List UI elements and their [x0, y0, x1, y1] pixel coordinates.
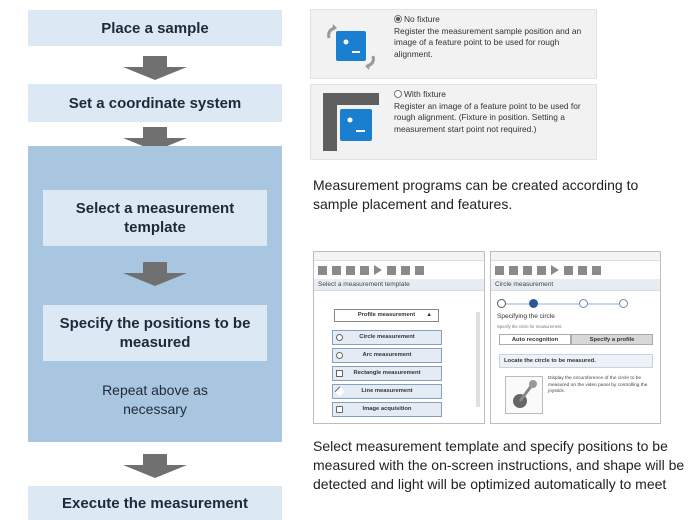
scrollbar[interactable] [476, 312, 480, 407]
step-select-template-label: Select a measurement template [75, 200, 235, 236]
tab-specify-profile[interactable]: Specify a profile [571, 334, 653, 345]
chart-icon[interactable] [387, 265, 396, 275]
step-execute-measurement: Execute the measurement [28, 486, 282, 520]
circle-measurement-screen: Circle measurement Specifying the circle… [490, 251, 661, 424]
circle-icon [336, 334, 343, 341]
save-icon[interactable] [523, 265, 532, 275]
with-fixture-description: Register an image of a feature point to … [394, 100, 581, 134]
template-category-select[interactable]: Profile measurement ▲ [334, 309, 439, 322]
menu-item-image[interactable]: Image acquisition [332, 402, 442, 417]
arc-icon [336, 352, 343, 359]
toolbar [491, 261, 660, 279]
step-back-icon[interactable] [497, 299, 506, 308]
no-fixture-panel: No fixture Register the measurement samp… [310, 9, 597, 79]
with-fixture-text: With fixture Register an image of a feat… [394, 89, 594, 135]
toolbar [314, 261, 484, 279]
step-specify-positions-label: Specify the positions to be measured [59, 315, 251, 351]
with-fixture-sample-icon [319, 91, 383, 151]
line-icon [334, 386, 345, 397]
programs-caption: Measurement programs can be created acco… [313, 177, 639, 212]
camera-icon [336, 406, 343, 413]
down-arrow-icon [123, 56, 187, 80]
step-specify-positions: Specify the positions to be measured [43, 305, 267, 361]
radio-checked-icon[interactable] [394, 15, 402, 23]
no-fixture-text: No fixture Register the measurement samp… [394, 14, 594, 60]
tab-auto-recognition[interactable]: Auto recognition [499, 334, 571, 345]
joystick-illustration [505, 376, 543, 414]
with-fixture-label: With fixture [404, 89, 446, 99]
step-dot-next [579, 299, 588, 308]
chevron-up-icon: ▲ [426, 312, 432, 318]
edit-icon[interactable] [537, 265, 546, 275]
screen-header: Select a measurement template [314, 279, 484, 291]
menu-item-line[interactable]: Line measurement [332, 384, 442, 399]
repeat-note: Repeat above as necessary [28, 381, 282, 419]
menu-item-label: Arc measurement [362, 352, 412, 358]
section-title: Specifying the circle [497, 313, 555, 320]
open-icon[interactable] [509, 265, 518, 275]
play-icon[interactable] [374, 265, 382, 275]
section-note: Specify the circle for measurement. [497, 324, 563, 329]
no-fixture-description: Register the measurement sample position… [394, 25, 582, 59]
chart-icon[interactable] [564, 265, 573, 275]
report-icon[interactable] [578, 265, 587, 275]
menu-item-circle[interactable]: Circle measurement [332, 330, 442, 345]
menu-item-rectangle[interactable]: Rectangle measurement [332, 366, 442, 381]
menu-item-label: Circle measurement [359, 334, 415, 340]
display-icon[interactable] [592, 265, 601, 275]
down-arrow-icon [123, 454, 187, 478]
rectangle-icon [336, 370, 343, 377]
step-dot-current [529, 299, 538, 308]
menu-item-label: Rectangle measurement [353, 370, 421, 376]
display-icon[interactable] [415, 265, 424, 275]
no-fixture-option[interactable]: No fixture [394, 14, 594, 26]
with-fixture-panel: With fixture Register an image of a feat… [310, 84, 597, 160]
save-icon[interactable] [346, 265, 355, 275]
template-category-label: Profile measurement [357, 312, 416, 318]
down-arrow-icon [123, 262, 187, 286]
home-icon[interactable] [495, 265, 504, 275]
radio-unchecked-icon[interactable] [394, 90, 402, 98]
help-text: Display the circumference of the circle … [548, 376, 648, 394]
edit-icon[interactable] [360, 265, 369, 275]
no-fixture-label: No fixture [404, 14, 440, 24]
template-select-screen: Select a measurement template Profile me… [313, 251, 485, 424]
menu-item-arc[interactable]: Arc measurement [332, 348, 442, 363]
instruction-bar: Locate the circle to be measured. [499, 354, 653, 368]
with-fixture-option[interactable]: With fixture [394, 89, 594, 101]
open-icon[interactable] [332, 265, 341, 275]
repeat-note-label: Repeat above as necessary [102, 382, 208, 417]
menu-item-label: Image acquisition [362, 406, 412, 412]
step-select-template: Select a measurement template [43, 190, 267, 246]
window-titlebar [491, 252, 660, 261]
step-progress-line [501, 303, 621, 305]
report-icon[interactable] [401, 265, 410, 275]
no-fixture-sample-icon [319, 16, 383, 76]
window-titlebar [314, 252, 484, 261]
step-place-sample: Place a sample [28, 10, 282, 46]
step-set-coordinate-system: Set a coordinate system [28, 84, 282, 122]
home-icon[interactable] [318, 265, 327, 275]
screen-header: Circle measurement [491, 279, 660, 291]
step-dot-last [619, 299, 628, 308]
play-icon[interactable] [551, 265, 559, 275]
template-caption: Select measurement template and specify … [313, 438, 685, 492]
menu-item-label: Line measurement [361, 388, 413, 394]
